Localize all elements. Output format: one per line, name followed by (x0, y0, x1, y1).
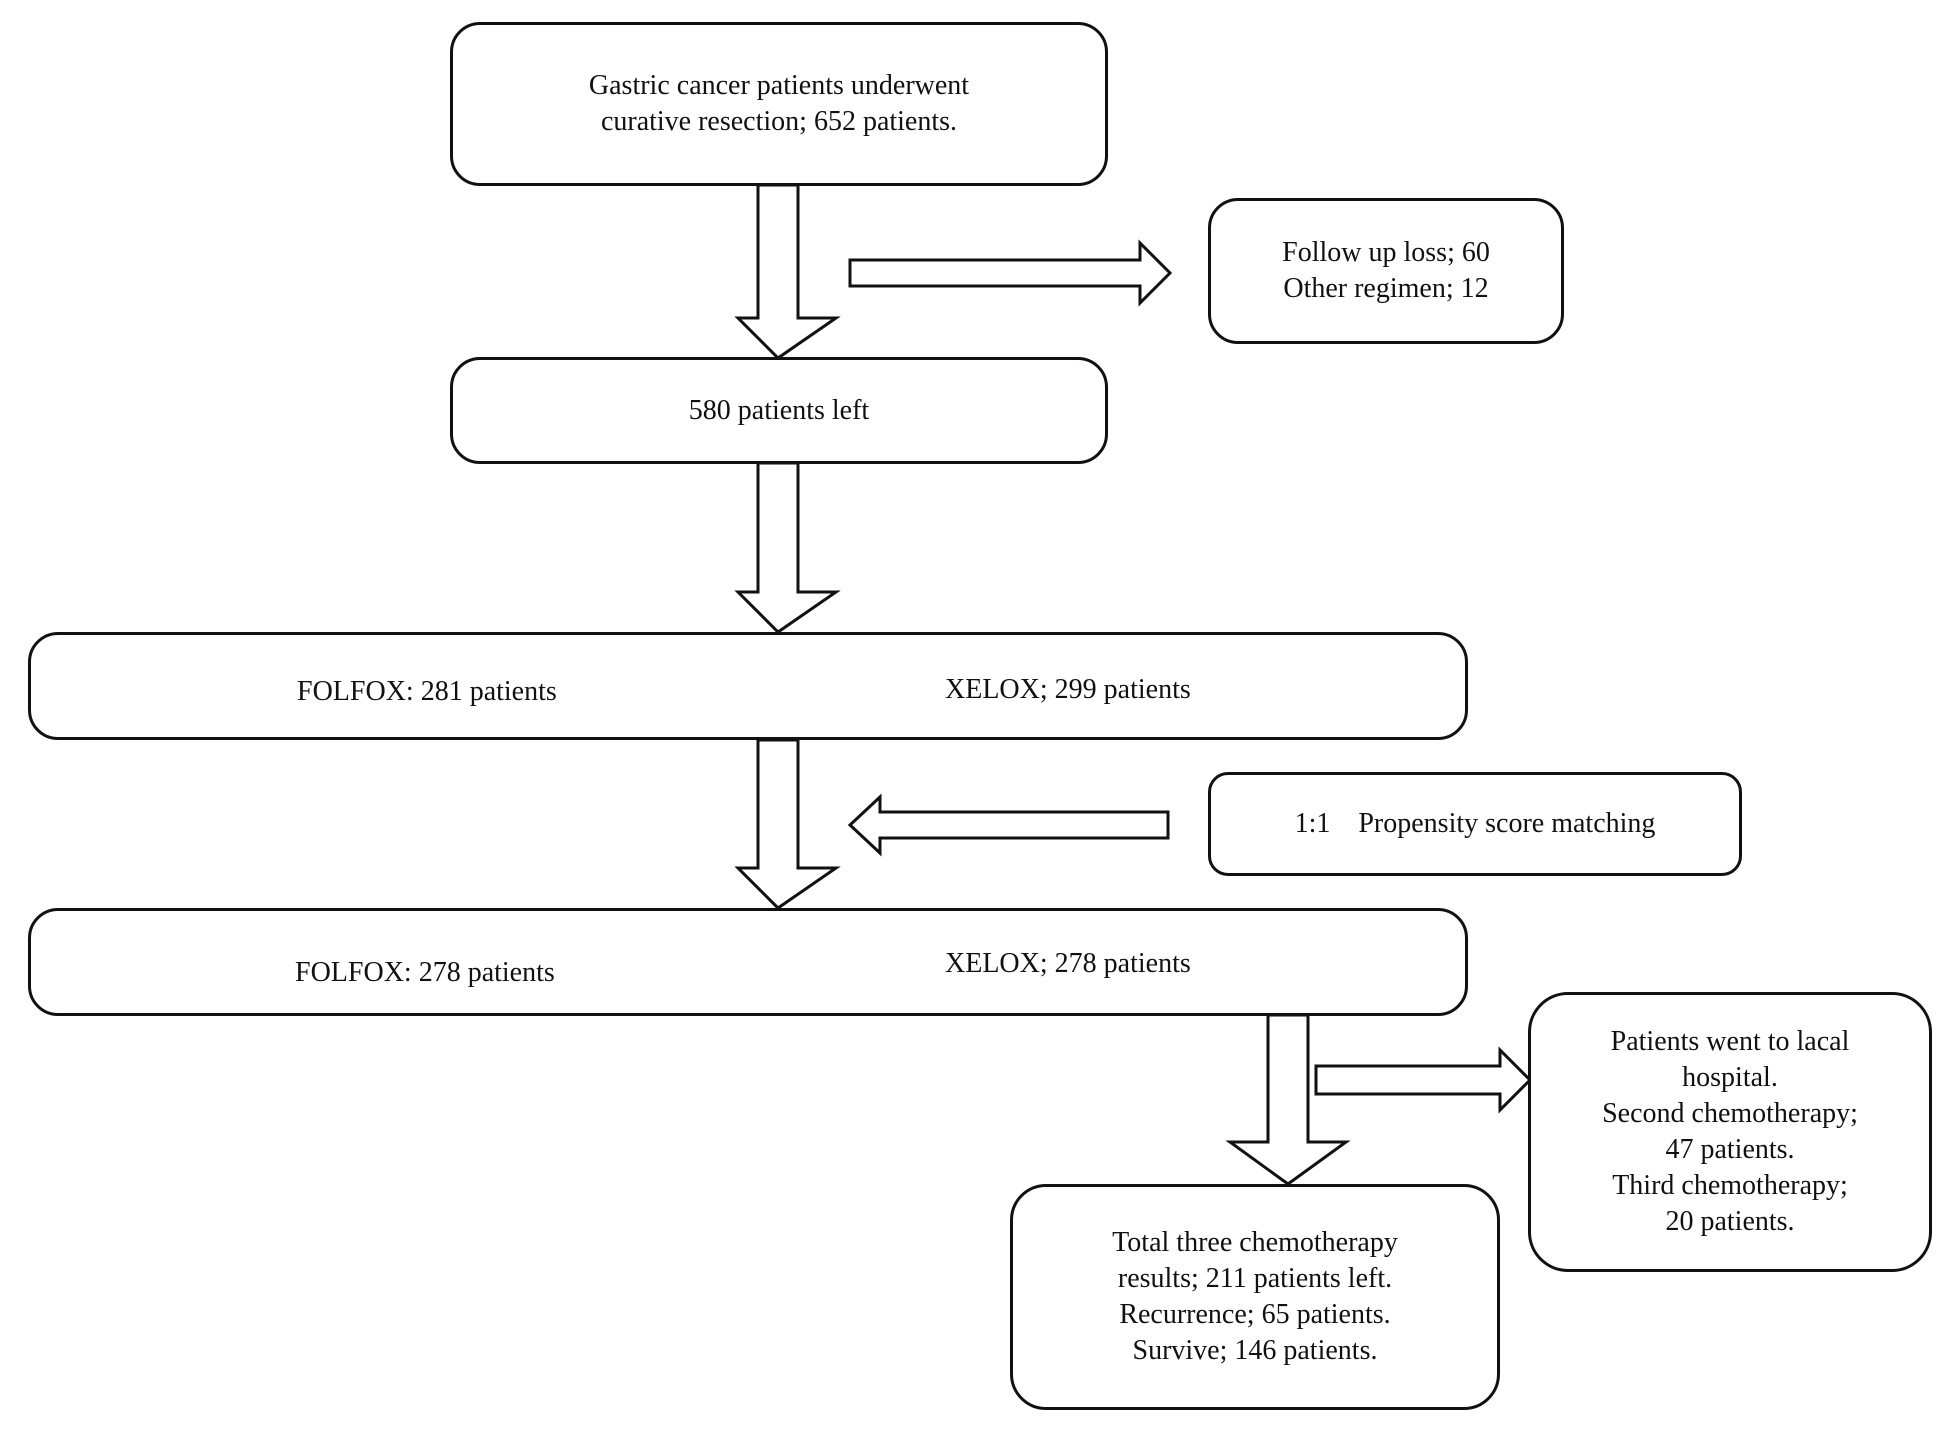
local-hospital-line-1: Patients went to lacal (1610, 1026, 1850, 1057)
local-hospital-line-4: 47 patients. (1665, 1134, 1795, 1165)
folfox-before-label: FOLFOX: 281 patients (297, 676, 557, 707)
box-patients-left: 580 patients left (450, 357, 1108, 464)
folfox-after-label: FOLFOX: 278 patients (295, 957, 555, 988)
down-arrow-left-to-groups (734, 461, 841, 634)
box-results: Total three chemotherapy results; 211 pa… (1010, 1184, 1500, 1410)
xelox-after-label: XELOX; 278 patients (945, 948, 1191, 979)
box-groups-after-matching: FOLFOX: 278 patients XELOX; 278 patients (28, 908, 1468, 1016)
initial-cohort-line-2: curative resection; 652 patients. (600, 106, 958, 137)
results-line-4: Survive; 146 patients. (1132, 1335, 1378, 1366)
patients-left-text: 580 patients left (688, 394, 870, 426)
initial-cohort-line-1: Gastric cancer patients underwent (588, 70, 970, 101)
local-hospital-line-2: hospital. (1682, 1062, 1778, 1093)
local-hospital-line-6: 20 patients. (1665, 1206, 1795, 1237)
right-arrow-to-excluded (848, 239, 1173, 307)
box-excluded: Follow up loss; 60 Other regimen; 12 (1208, 198, 1564, 344)
excluded-line-1: Follow up loss; 60 (1282, 237, 1490, 268)
results-line-2: results; 211 patients left. (1117, 1263, 1393, 1294)
xelox-before-label: XELOX; 299 patients (945, 674, 1191, 705)
box-initial-cohort: Gastric cancer patients underwent curati… (450, 22, 1108, 186)
results-line-1: Total three chemotherapy (1112, 1227, 1398, 1258)
box-propensity-matching: 1:1 Propensity score matching (1208, 772, 1742, 876)
right-arrow-to-local-hospital (1314, 1046, 1533, 1114)
box-groups-before-matching: FOLFOX: 281 patients XELOX; 299 patients (28, 632, 1468, 740)
down-arrow-matched-to-results (1225, 1013, 1351, 1186)
matching-text: 1:1 Propensity score matching (1294, 808, 1656, 839)
results-line-3: Recurrence; 65 patients. (1119, 1299, 1391, 1330)
down-arrow-groups-to-matched (734, 738, 841, 910)
down-arrow-start-to-left (734, 183, 841, 360)
left-arrow-from-matching (847, 793, 1170, 857)
local-hospital-line-5: Third chemotherapy; (1612, 1170, 1848, 1201)
local-hospital-line-3: Second chemotherapy; (1602, 1098, 1858, 1129)
box-local-hospital: Patients went to lacal hospital. Second … (1528, 992, 1932, 1272)
excluded-line-2: Other regimen; 12 (1283, 273, 1489, 304)
